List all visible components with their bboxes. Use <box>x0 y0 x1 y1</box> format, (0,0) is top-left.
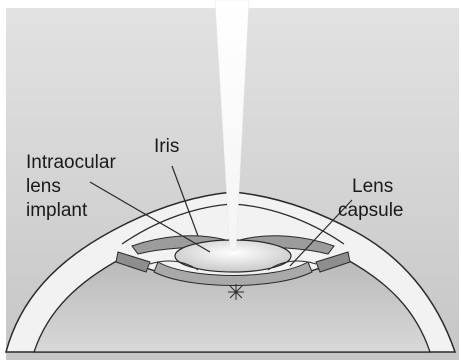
label-intraocular: Intraocular <box>26 152 116 173</box>
label-implant: implant <box>26 200 88 221</box>
label-lens-word: Lens <box>352 176 393 197</box>
capsule-opening-spark <box>228 284 244 300</box>
label-lens: lens <box>26 176 61 197</box>
label-iris: Iris <box>154 136 179 157</box>
label-capsule: capsule <box>338 200 404 221</box>
